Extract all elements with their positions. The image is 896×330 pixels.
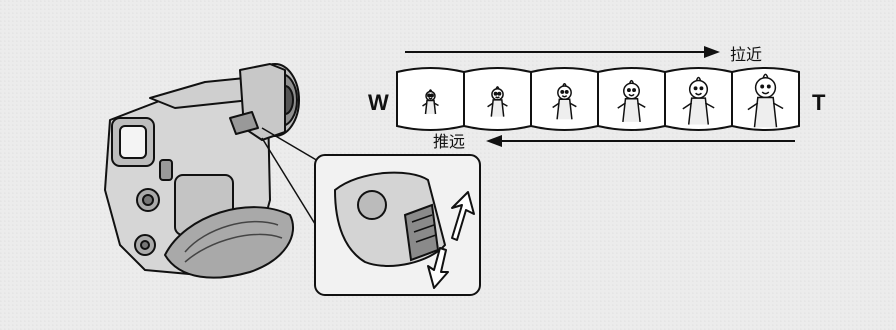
- film-strip: [397, 68, 799, 130]
- film-frame: [665, 68, 732, 130]
- film-frame: [531, 68, 598, 130]
- film-frame: [598, 68, 665, 130]
- film-frame: [397, 68, 464, 130]
- zoom-out-label: 推远: [433, 128, 465, 152]
- zoom-lever-detail: [315, 155, 480, 295]
- wide-end-label: W: [368, 90, 389, 116]
- zoom-in-arrow: [405, 46, 720, 58]
- zoom-out-arrow: [486, 135, 795, 147]
- tele-end-label: T: [812, 90, 825, 116]
- zoom-in-label: 拉近: [730, 41, 762, 65]
- camcorder-illustration: [105, 64, 330, 278]
- film-frame: [732, 68, 799, 130]
- film-frame: [464, 68, 531, 130]
